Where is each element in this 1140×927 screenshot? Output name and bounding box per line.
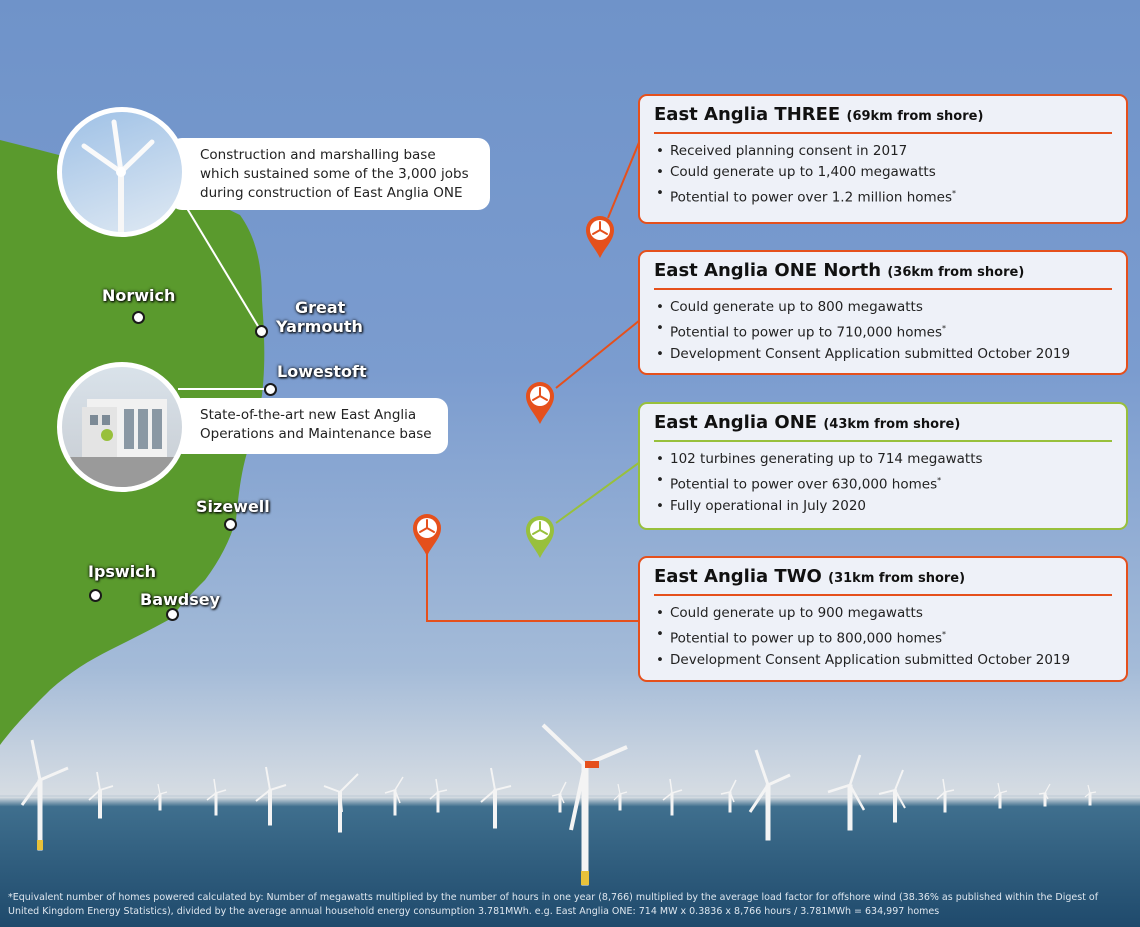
- pin-connector: [426, 548, 640, 622]
- callout-line: Construction and marshalling base: [200, 147, 436, 163]
- project-bullet: Development Consent Application submitte…: [656, 650, 1112, 671]
- project-bullet: Could generate up to 900 megawatts: [656, 603, 1112, 624]
- project-card-east-anglia-three: East Anglia THREE (69km from shore) Rece…: [638, 94, 1128, 224]
- project-bullet: Potential to power up to 800,000 homes*: [656, 624, 1112, 650]
- map-pin-east-anglia-one[interactable]: [524, 514, 556, 558]
- project-title: East Anglia ONE North (36km from shore): [654, 260, 1112, 281]
- town-marker-bawdsey: [166, 608, 179, 621]
- title-divider: [654, 440, 1112, 442]
- town-label-norwich: Norwich: [102, 286, 176, 305]
- title-divider: [654, 132, 1112, 134]
- callout-line: Operations and Maintenance base: [200, 426, 432, 442]
- project-bullet: Potential to power over 1.2 million home…: [656, 183, 1112, 209]
- callout-line: during construction of East Anglia ONE: [200, 185, 463, 201]
- pin-connector: [555, 319, 641, 389]
- callout-line: State-of-the-art new East Anglia: [200, 407, 417, 423]
- operations-building-photo: [57, 362, 187, 492]
- wind-farm-turbines: [20, 723, 1097, 886]
- wind-turbine-icon: [532, 521, 548, 535]
- project-bullet: 102 turbines generating up to 714 megawa…: [656, 449, 1112, 470]
- callout-connector: [184, 204, 262, 332]
- town-label-great-yarmouth-line2: Yarmouth: [276, 317, 363, 336]
- map-pin-east-anglia-two[interactable]: [411, 512, 443, 556]
- wind-turbine-icon: [592, 221, 608, 235]
- town-marker-great-yarmouth: [255, 325, 268, 338]
- project-bullet: Received planning consent in 2017: [656, 141, 1112, 162]
- town-label-bawdsey: Bawdsey: [140, 590, 221, 609]
- town-marker-lowestoft: [264, 383, 277, 396]
- town-label-great-yarmouth-line1: Great: [295, 298, 346, 317]
- callout-yarmouth-base: Construction and marshalling base which …: [170, 138, 490, 210]
- project-distance: (31km from shore): [828, 571, 966, 586]
- town-marker-norwich: [132, 311, 145, 324]
- project-distance: (69km from shore): [846, 109, 984, 124]
- project-title: East Anglia ONE (43km from shore): [654, 412, 1112, 433]
- town-label-lowestoft: Lowestoft: [277, 362, 367, 381]
- pin-connector: [607, 139, 641, 219]
- footnote: *Equivalent number of homes powered calc…: [8, 892, 1099, 917]
- project-bullet: Could generate up to 1,400 megawatts: [656, 162, 1112, 183]
- pin-connector: [555, 461, 641, 524]
- project-name: East Anglia ONE: [654, 412, 818, 433]
- wind-turbine-icon: [532, 387, 548, 401]
- town-marker-ipswich: [89, 589, 102, 602]
- callout-line: which sustained some of the 3,000 jobs: [200, 166, 469, 182]
- project-bullet: Potential to power up to 710,000 homes*: [656, 318, 1112, 344]
- map-pin-east-anglia-one-north[interactable]: [524, 380, 556, 424]
- project-name: East Anglia THREE: [654, 104, 841, 125]
- wind-turbine-photo: [57, 107, 187, 237]
- title-divider: [654, 594, 1112, 596]
- project-distance: (43km from shore): [823, 417, 961, 432]
- project-bullet: Potential to power over 630,000 homes*: [656, 470, 1112, 496]
- callout-lowestoft-base: State-of-the-art new East Anglia Operati…: [170, 398, 448, 454]
- town-label-ipswich: Ipswich: [88, 562, 157, 581]
- project-bullet: Could generate up to 800 megawatts: [656, 297, 1112, 318]
- wind-turbine-icon: [419, 519, 435, 533]
- project-card-east-anglia-two: East Anglia TWO (31km from shore) Could …: [638, 556, 1128, 682]
- title-divider: [654, 288, 1112, 290]
- project-card-east-anglia-one-north: East Anglia ONE North (36km from shore) …: [638, 250, 1128, 375]
- town-marker-sizewell: [224, 518, 237, 531]
- project-distance: (36km from shore): [887, 265, 1025, 280]
- project-bullet: Development Consent Application submitte…: [656, 344, 1112, 365]
- project-title: East Anglia THREE (69km from shore): [654, 104, 1112, 125]
- project-bullet: Fully operational in July 2020: [656, 496, 1112, 517]
- map-pin-east-anglia-three[interactable]: [584, 214, 616, 258]
- project-card-east-anglia-one: East Anglia ONE (43km from shore) 102 tu…: [638, 402, 1128, 530]
- project-name: East Anglia TWO: [654, 566, 822, 587]
- project-name: East Anglia ONE North: [654, 260, 882, 281]
- project-title: East Anglia TWO (31km from shore): [654, 566, 1112, 587]
- town-label-sizewell: Sizewell: [196, 497, 270, 516]
